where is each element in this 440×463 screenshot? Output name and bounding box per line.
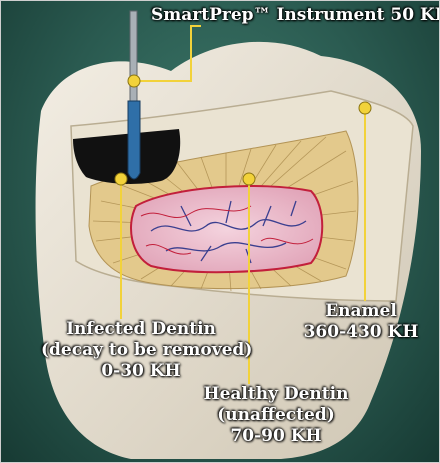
enamel-title: Enamel bbox=[301, 301, 421, 322]
infected-dentin-label: Infected Dentin (decay to be removed) 0-… bbox=[41, 319, 241, 382]
enamel-range: 360-430 KH bbox=[301, 322, 421, 343]
healthy-dentin-range: 70-90 KH bbox=[191, 426, 361, 447]
enamel-label: Enamel 360-430 KH bbox=[301, 301, 421, 343]
pulp-chamber bbox=[131, 186, 322, 272]
infected-dentin-marker bbox=[115, 173, 127, 185]
healthy-dentin-title: Healthy Dentin bbox=[191, 384, 361, 405]
instrument-marker bbox=[128, 75, 140, 87]
instrument-label: SmartPrep™ Instrument 50 KH bbox=[151, 5, 440, 26]
healthy-dentin-note: (unaffected) bbox=[191, 405, 361, 426]
healthy-dentin-marker bbox=[243, 173, 255, 185]
instrument-label-text: SmartPrep™ Instrument 50 KH bbox=[151, 5, 440, 26]
instrument-shaft bbox=[130, 11, 137, 111]
enamel-marker bbox=[359, 102, 371, 114]
infected-dentin-title: Infected Dentin bbox=[41, 319, 241, 340]
infected-dentin-range: 0-30 KH bbox=[41, 361, 241, 382]
instrument-tip bbox=[128, 101, 140, 179]
healthy-dentin-label: Healthy Dentin (unaffected) 70-90 KH bbox=[191, 384, 361, 447]
infected-dentin-note: (decay to be removed) bbox=[41, 340, 241, 361]
